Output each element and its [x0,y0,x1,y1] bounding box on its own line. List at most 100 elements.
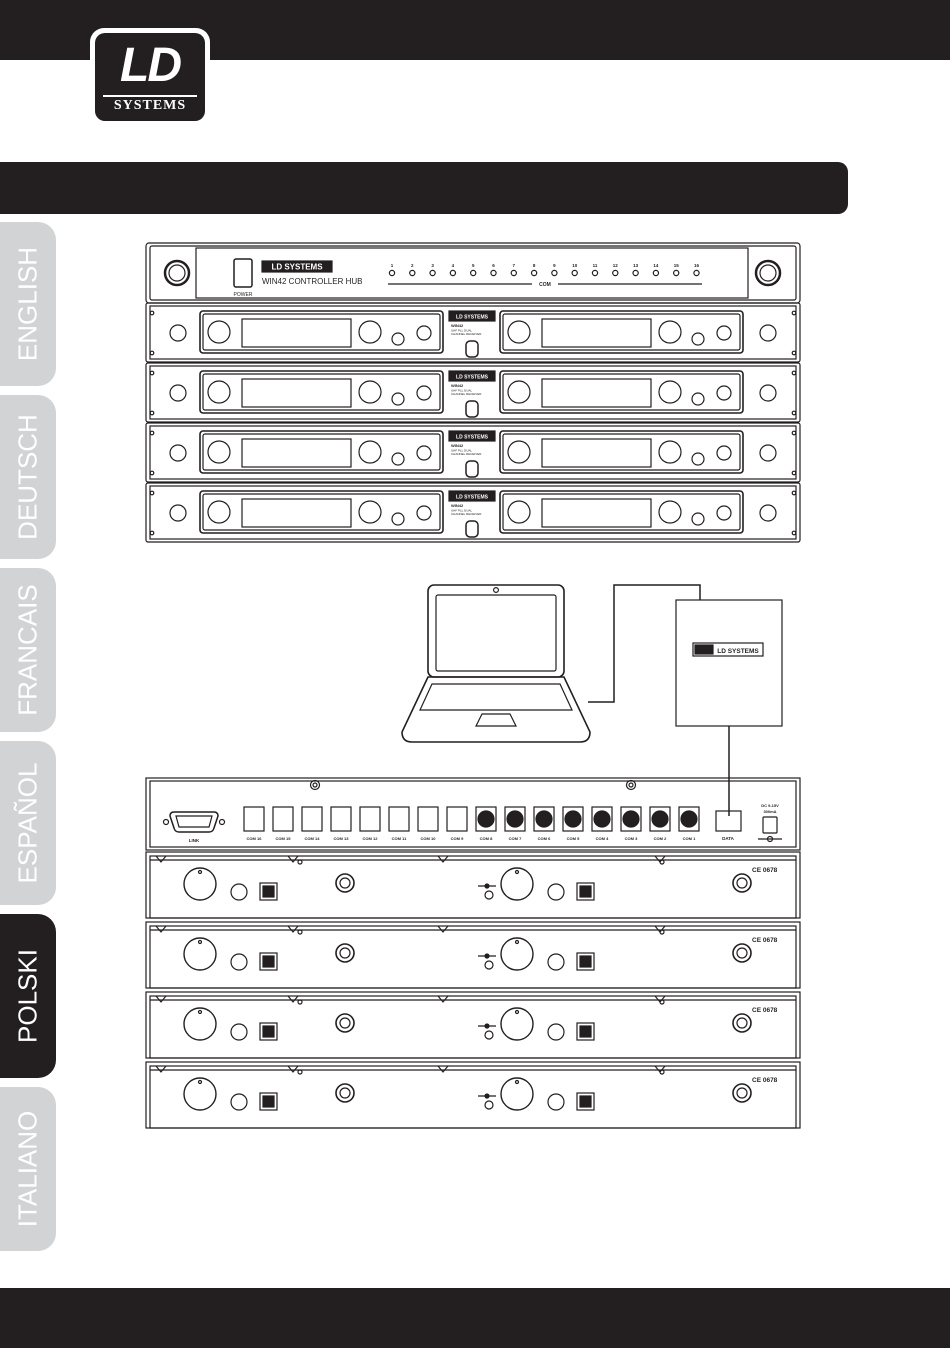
receiver-rear-unit: CE 0678 [145,1061,801,1129]
receiver-model: WIN42 [451,503,464,508]
logo-systems-text: SYSTEMS [103,95,197,114]
channel-led [632,269,639,277]
computer-interface-box: LD SYSTEMS [675,599,783,727]
channel-led [530,269,538,277]
channel-number: 3 [431,263,434,268]
receiver-brand: LD SYSTEMS [456,495,489,501]
bottom-bar [0,1288,950,1348]
com-port-label: COM 11 [392,836,407,841]
dc-current: 300mA [763,809,776,814]
ce-mark: CE 0678 [752,1007,778,1014]
channel-led [510,269,517,277]
receiver-rear-unit: CE 0678 [145,921,801,989]
com-port-label: COM 16 [247,836,263,841]
channel-led [693,269,700,277]
com-port-label: COM 5 [567,836,580,841]
com-port-label: COM 12 [363,836,379,841]
com-port-label: COM 3 [625,836,638,841]
com-port-label: COM 8 [480,836,493,841]
channel-number: 1 [391,263,394,268]
channel-number: 8 [533,263,536,268]
channel-number: 4 [452,263,455,268]
com-port-label: COM 4 [596,836,609,841]
com-port-label: COM 7 [509,836,522,841]
channel-led [429,269,436,277]
com-port-label: COM 10 [421,836,437,841]
channel-led [551,269,558,277]
channel-led [409,269,416,277]
channel-led [571,269,578,277]
data-cables [588,584,730,816]
tab-italiano-label: ITALIANO [12,1110,43,1228]
receiver-rear-unit: CE 0678 [145,851,801,919]
channel-number: 6 [492,263,495,268]
receiver-desc: CHANNEL RECEIVER [451,392,482,396]
tab-deutsch-label: DEUTSCH [12,414,43,540]
link-label: LINK [189,838,200,843]
receiver-brand: LD SYSTEMS [456,435,489,441]
receiver-desc: UHF PLL DUAL [451,329,472,333]
receiver-desc: CHANNEL RECEIVER [451,452,482,456]
channel-led [388,269,396,277]
com-port-label: COM 1 [683,836,696,841]
channel-led [591,269,599,277]
com-label: COM [539,282,551,288]
channel-led [652,269,660,277]
tab-english-label: ENGLISH [12,246,43,362]
receiver-brand: LD SYSTEMS [456,315,489,321]
channel-number: 10 [572,263,578,268]
tab-espanol[interactable]: ESPAÑOL [0,741,56,905]
hub-brand: LD SYSTEMS [271,263,323,272]
receiver-model: WIN42 [451,323,464,328]
receiver-desc: CHANNEL RECEIVER [451,332,482,336]
tab-espanol-label: ESPAÑOL [12,762,43,884]
channel-led [673,269,680,277]
ld-systems-logo: LD SYSTEMS [90,28,210,126]
data-port-label: DATA [722,836,735,841]
section-title-bar [0,162,848,214]
channel-number: 9 [553,263,556,268]
tab-polski[interactable]: POLSKI [0,914,56,1078]
com-port-label: COM 14 [305,836,321,841]
com-port-label: COM 2 [654,836,667,841]
laptop [401,584,591,743]
tab-english[interactable]: ENGLISH [0,222,56,386]
power-label: POWER [234,292,253,298]
com-port-label: COM 9 [451,836,464,841]
tab-italiano[interactable]: ITALIANO [0,1087,56,1251]
tab-francais-label: FRANCAIS [12,584,43,716]
receiver-rear-stack: CE 0678 CE 0678 CE 0678 CE 0678 [145,851,801,1129]
com-port-label: COM 6 [538,836,551,841]
channel-number: 13 [633,263,639,268]
channel-number: 2 [411,263,414,268]
channel-led [449,269,457,277]
channel-number: 5 [472,263,475,268]
receiver-model: WIN42 [451,383,464,388]
tab-deutsch[interactable]: DEUTSCH [0,395,56,559]
hub-model: WIN42 CONTROLLER HUB [262,277,362,286]
ce-mark: CE 0678 [752,1077,778,1084]
channel-number: 12 [613,263,619,268]
receiver-rear-unit: CE 0678 [145,991,801,1059]
channel-led [490,269,497,277]
dc-spec: DC 9-15V [761,803,779,808]
ce-mark: CE 0678 [752,867,778,874]
channel-number: 16 [694,263,700,268]
channel-number: 11 [593,263,598,268]
channel-led [470,269,477,277]
receiver-model: WIN42 [451,443,464,448]
receiver-desc: UHF PLL DUAL [451,509,472,513]
channel-led [612,269,619,277]
tab-francais[interactable]: FRANCAIS [0,568,56,732]
tab-polski-label: POLSKI [12,949,43,1043]
box-brand: LD SYSTEMS [717,648,759,655]
channel-number: 7 [513,263,516,268]
